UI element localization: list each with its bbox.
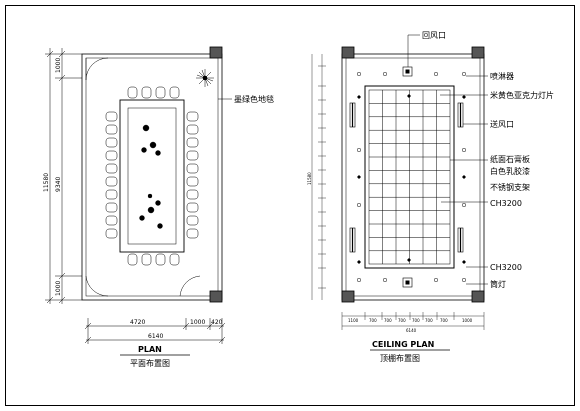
plan-door-bottom	[85, 275, 109, 297]
plan-dim-v-total: 11580	[43, 173, 50, 192]
ceiling-dim-v-total: 11580	[307, 172, 312, 185]
plan-dim-v-2: 9340	[55, 177, 62, 192]
conference-table-inner	[127, 107, 177, 245]
ceiling-title: CEILING PLAN	[372, 340, 434, 349]
ceiling-dim-h-6: 700	[425, 318, 433, 323]
chairs-left	[105, 111, 118, 239]
plan-door-bottom-right	[179, 275, 201, 297]
plan-door-top	[85, 57, 109, 81]
plan-title: PLAN	[138, 345, 162, 354]
return-air-vent-bottom	[402, 277, 413, 288]
ceiling-dim-h-5: 700	[412, 318, 420, 323]
ceiling-light-grid-frame	[364, 85, 455, 269]
plan-dim-h-2: 1000	[190, 319, 205, 326]
label-ch-1: CH3200	[490, 199, 522, 208]
ceiling-dims-vertical	[311, 54, 326, 300]
plan-dim-h-1: 4720	[130, 319, 145, 326]
ceiling-column-bottom-left	[341, 290, 355, 303]
ceiling-column-top-left	[341, 46, 355, 59]
chairs-bottom	[127, 253, 180, 266]
plan-dim-h-3: 420	[211, 319, 223, 326]
ceiling-downlights	[356, 71, 467, 283]
return-air-vent-top	[402, 66, 413, 77]
ceiling-dim-h-1: 1100	[348, 318, 359, 323]
plan-subtitle: 平面布置图	[130, 358, 170, 368]
drawing-sheet-border	[5, 5, 575, 406]
ceiling-grid-lines	[369, 90, 450, 264]
label-sprinkler: 喷淋器	[490, 71, 514, 81]
ceiling-leaders	[407, 34, 488, 285]
ceiling-dim-h-total: 6140	[406, 328, 417, 333]
plan-room-outline	[81, 53, 223, 301]
conference-table	[119, 99, 185, 253]
plan-dim-v-1: 1000	[55, 58, 62, 73]
ceiling-dim-h-3: 700	[384, 318, 392, 323]
chairs-top	[127, 86, 180, 99]
ceiling-subtitle: 顶棚布置图	[380, 353, 420, 363]
label-supply-air: 送风口	[490, 119, 514, 129]
ceiling-dims-horizontal	[341, 312, 485, 330]
ceiling-column-top-right	[471, 46, 485, 59]
plan-dims-vertical	[45, 48, 82, 304]
ceiling-sprinklers	[357, 94, 466, 264]
label-steel-frame: 不锈钢支架	[490, 182, 530, 192]
label-return-air: 回风口	[422, 31, 446, 40]
plan-column-top-right	[209, 46, 223, 59]
table-flowers-icon	[139, 124, 163, 229]
label-gypsum-board: 纸面石膏板	[490, 154, 530, 164]
ceiling-plan	[341, 46, 485, 303]
ceiling-column-bottom-right	[471, 290, 485, 303]
label-ch-2: CH3200	[490, 263, 522, 272]
ceiling-room-outline	[341, 53, 485, 301]
plan-dim-h-total: 6140	[148, 333, 163, 340]
plan-column-bottom-right	[209, 290, 223, 303]
floor-plan	[81, 46, 232, 303]
plan-carpet-label: 墨绿色地毯	[234, 94, 274, 104]
plan-dim-v-3: 1000	[55, 281, 62, 296]
plant-icon	[196, 69, 214, 87]
ceiling-dim-h-2: 700	[369, 318, 377, 323]
label-latex-paint: 白色乳胶漆	[490, 166, 530, 176]
ceiling-dim-h-8: 1000	[462, 318, 473, 323]
ceiling-room-inner	[345, 57, 481, 297]
ceiling-dim-h-7: 700	[440, 318, 448, 323]
label-downlight: 筒灯	[490, 279, 506, 289]
ceiling-dim-h-4: 700	[398, 318, 406, 323]
plan-room-inner	[85, 57, 219, 297]
chairs-right	[186, 111, 199, 239]
plan-dims-horizontal	[84, 318, 226, 344]
label-acrylic-panel: 米黄色亚克力灯片	[490, 90, 554, 100]
